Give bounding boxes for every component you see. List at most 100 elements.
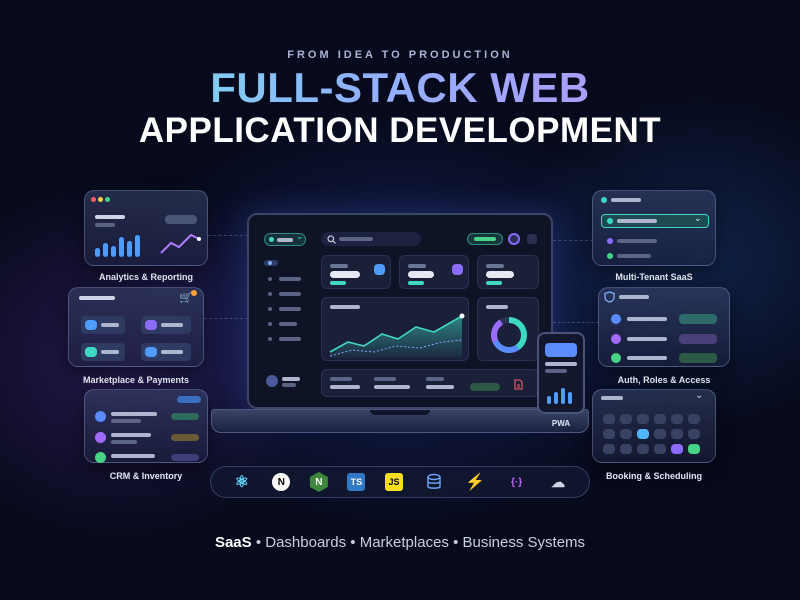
- stat-icon: [452, 264, 463, 275]
- calendar-cell[interactable]: [654, 444, 666, 454]
- booking-card: ⌄: [592, 389, 716, 463]
- product-thumb: [145, 320, 157, 330]
- bar-mark: [561, 388, 565, 404]
- footer-tagline: SaaS • Dashboards • Marketplaces • Busin…: [0, 534, 800, 551]
- sidebar-item[interactable]: [279, 277, 301, 281]
- javascript-icon: JS: [384, 473, 403, 491]
- text-placeholder: [374, 385, 410, 389]
- avatar: [95, 452, 106, 463]
- sidebar-item[interactable]: [279, 322, 297, 326]
- calendar-cell[interactable]: [637, 444, 649, 454]
- role-badge: [679, 353, 717, 363]
- phone-mockup: [537, 332, 585, 414]
- calendar-cell[interactable]: [671, 414, 683, 424]
- menu-icon[interactable]: [527, 234, 537, 244]
- sidebar-icon: [268, 261, 272, 265]
- auth-caption: Auth, Roles & Access: [617, 375, 711, 385]
- calendar-cell[interactable]: [603, 429, 615, 439]
- chevron-down-icon: ⌄: [695, 390, 704, 401]
- calendar-cell[interactable]: [688, 414, 700, 424]
- sidebar-item[interactable]: [279, 337, 301, 341]
- text-placeholder: [486, 305, 508, 309]
- text-placeholder: [627, 317, 667, 321]
- sidebar-item[interactable]: [279, 307, 301, 311]
- stat-value: [408, 271, 434, 278]
- text-placeholder: [111, 433, 151, 437]
- bar-mark: [547, 396, 551, 404]
- text-placeholder: [474, 237, 496, 241]
- text-placeholder: [339, 237, 373, 241]
- text-placeholder: [545, 369, 567, 373]
- status-badge: [171, 434, 199, 441]
- connector-line: [208, 235, 248, 236]
- calendar-cell[interactable]: [654, 414, 666, 424]
- text-placeholder: [101, 323, 119, 327]
- text-placeholder: [101, 350, 119, 354]
- area-chart-panel: [321, 297, 469, 361]
- trend-line-icon: [160, 233, 201, 254]
- footer-rest: • Dashboards • Marketplaces • Business S…: [251, 534, 586, 551]
- calendar-cell[interactable]: [688, 429, 700, 439]
- calendar-cell[interactable]: [637, 429, 649, 439]
- calendar-cell[interactable]: [688, 444, 700, 454]
- calendar-cell[interactable]: [671, 429, 683, 439]
- calendar-cell[interactable]: [620, 429, 632, 439]
- bar-mark: [103, 243, 108, 257]
- text-placeholder: [277, 238, 293, 242]
- phone-header-block: [545, 343, 577, 357]
- calendar-cell[interactable]: [620, 414, 632, 424]
- text-placeholder: [95, 223, 115, 227]
- avatar: [611, 353, 621, 363]
- product-thumb: [85, 347, 97, 357]
- search-icon: [327, 235, 336, 244]
- text-placeholder: [619, 295, 649, 299]
- text-placeholder: [611, 198, 641, 202]
- database-icon: [423, 471, 445, 493]
- product-thumb: [85, 320, 97, 330]
- footer-highlight: SaaS: [214, 534, 252, 551]
- text-placeholder: [95, 215, 125, 219]
- pdf-file-icon[interactable]: [514, 379, 523, 390]
- role-badge: [679, 314, 717, 324]
- avatar[interactable]: [508, 233, 520, 245]
- text-placeholder: [617, 239, 657, 243]
- text-placeholder: [617, 219, 657, 223]
- tech-stack-bar: ⚛ N N TS JS ⚡ {·} ☁: [210, 466, 590, 498]
- text-placeholder: [330, 264, 348, 268]
- text-placeholder: [486, 281, 502, 285]
- text-placeholder: [330, 281, 346, 285]
- calendar-cell[interactable]: [603, 414, 615, 424]
- crm-caption: CRM & Inventory: [109, 471, 183, 481]
- auth-card: [598, 287, 730, 367]
- graphql-icon: {·}: [511, 476, 523, 488]
- crm-card: [84, 389, 208, 463]
- connector-line: [553, 240, 593, 241]
- calendar-cell[interactable]: [620, 444, 632, 454]
- text-placeholder: [601, 396, 623, 400]
- title-line-2: APPLICATION DEVELOPMENT: [138, 111, 662, 150]
- text-placeholder: [545, 362, 577, 366]
- table-row: [321, 369, 539, 397]
- sidebar-icon: [268, 277, 272, 281]
- pwa-label: PWA: [551, 419, 571, 428]
- text-placeholder: [627, 356, 667, 360]
- saas-card: ⌄: [592, 190, 716, 266]
- filter-chip: [177, 396, 201, 403]
- calendar-cell[interactable]: [671, 444, 683, 454]
- text-placeholder: [330, 385, 360, 389]
- calendar-cell[interactable]: [603, 444, 615, 454]
- sidebar-item[interactable]: [279, 292, 301, 296]
- text-placeholder: [374, 377, 396, 381]
- analytics-card: [84, 190, 208, 266]
- donut-chart: [491, 317, 527, 353]
- status-badge: [470, 383, 500, 391]
- calendar-cell[interactable]: [654, 429, 666, 439]
- user-avatar[interactable]: [266, 375, 278, 387]
- typescript-icon: TS: [347, 473, 366, 491]
- calendar-cell[interactable]: [637, 414, 649, 424]
- stat-card: [477, 255, 539, 289]
- tenant-dot: [607, 238, 613, 244]
- text-placeholder: [282, 383, 296, 387]
- text-placeholder: [426, 377, 444, 381]
- stat-card: [399, 255, 469, 289]
